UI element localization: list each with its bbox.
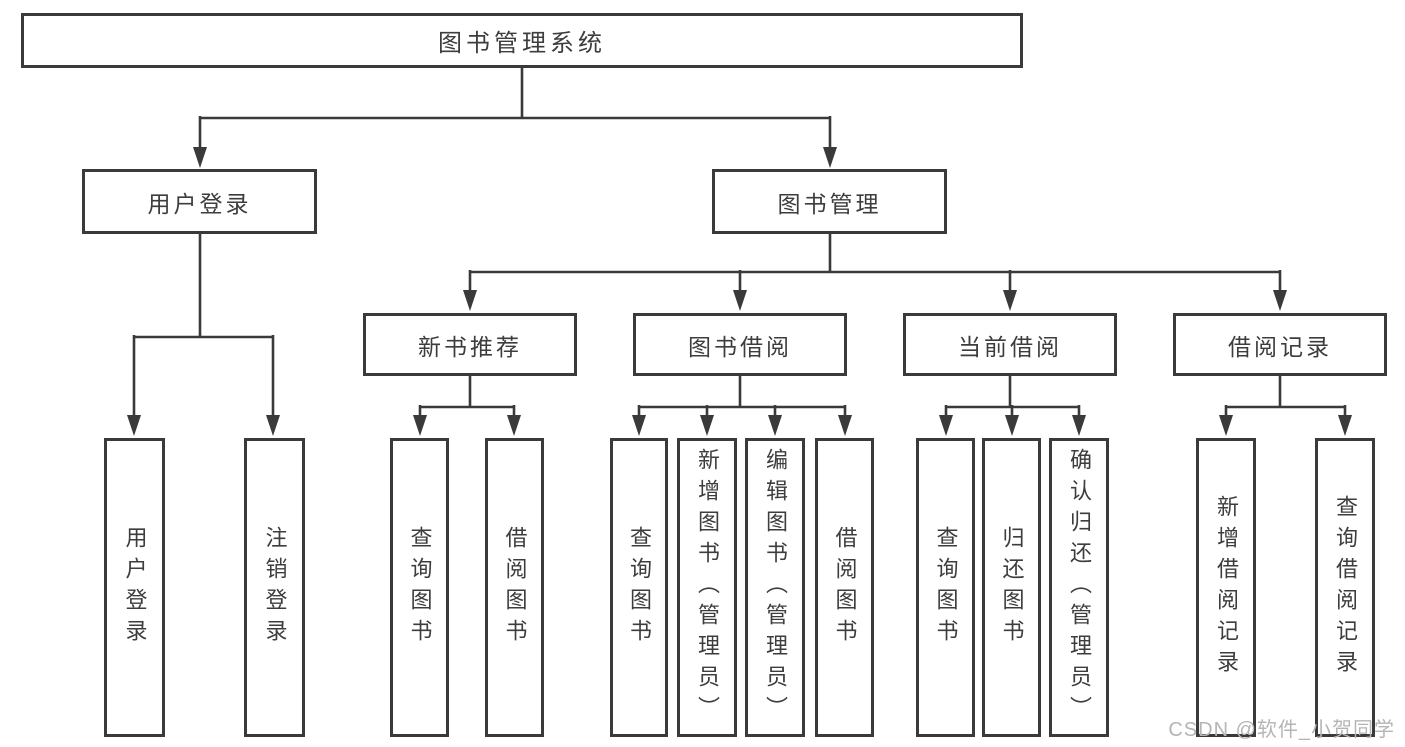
leaf-borrow-book: 借阅图书 [815,438,874,737]
node-current-borrow: 当前借阅 [903,313,1117,376]
leaf-query-book: 查询图书 [610,438,668,737]
arrow-down-icon [733,290,747,311]
node-label: 用户登录 [122,525,148,650]
arrow-down-icon [1005,415,1019,436]
node-label: 确认归还（管理员） [1067,448,1092,727]
leaf-confirm-return-admin: 确认归还（管理员） [1049,438,1109,737]
node-label: 借阅图书 [502,525,528,650]
leaf-logout: 注销登录 [244,438,305,737]
arrow-down-icon [413,415,427,436]
node-label: 新增借阅记录 [1214,494,1239,681]
leaf-query-book-recommend: 查询图书 [390,438,449,737]
arrow-down-icon [1338,415,1352,436]
node-borrow-record: 借阅记录 [1173,313,1387,376]
connector-user-login [127,234,280,436]
node-user-login: 用户登录 [82,169,317,234]
arrow-down-icon [1219,415,1233,436]
arrow-down-icon [768,415,782,436]
node-new-book-recommend: 新书推荐 [363,313,577,376]
leaf-add-book-admin: 新增图书（管理员） [677,438,737,737]
arrow-down-icon [507,415,521,436]
leaf-add-borrow-record: 新增借阅记录 [1196,438,1256,737]
node-label: 图书管理 [777,190,882,217]
arrow-down-icon [838,415,852,436]
node-label: 归还图书 [999,525,1025,650]
node-label: 查询图书 [407,525,433,650]
arrow-down-icon [193,147,207,168]
node-label: 查询图书 [627,525,652,650]
node-label: 编辑图书（管理员） [763,448,788,727]
arrow-down-icon [266,415,280,436]
node-label: 图书管理系统 [438,30,606,57]
leaf-query-borrow-record: 查询借阅记录 [1315,438,1375,737]
node-label: 用户登录 [147,190,252,217]
leaf-return-book: 归还图书 [982,438,1041,737]
connector-current-borrow [939,376,1086,436]
node-label: 查询借阅记录 [1333,494,1358,681]
leaf-user-login: 用户登录 [104,438,165,737]
leaf-edit-book-admin: 编辑图书（管理员） [745,438,805,737]
connector-borrow-record [1219,376,1352,436]
arrow-down-icon [1003,290,1017,311]
node-label: 注销登录 [262,525,288,650]
arrow-down-icon [1273,290,1287,311]
connector-book-management [463,234,1287,311]
node-book-management: 图书管理 [712,169,947,234]
connector-book-borrow [632,376,852,436]
connector-new-book-recommend [413,376,521,436]
arrow-down-icon [700,415,714,436]
node-book-borrow: 图书借阅 [633,313,847,376]
node-label: 借阅图书 [832,525,858,650]
leaf-query-current: 查询图书 [916,438,975,737]
node-label: 查询图书 [933,525,959,650]
node-label: 图书借阅 [688,333,792,360]
node-label: 新增图书（管理员） [695,448,720,727]
csdn-watermark: CSDN @软件_小贺同学 [1168,719,1395,741]
connector-root [193,68,837,168]
arrow-down-icon [939,415,953,436]
node-system-root: 图书管理系统 [21,13,1023,68]
node-label: 新书推荐 [418,333,522,360]
leaf-borrow-book-recommend: 借阅图书 [485,438,544,737]
arrow-down-icon [1072,415,1086,436]
arrow-down-icon [127,415,141,436]
arrow-down-icon [463,290,477,311]
arrow-down-icon [823,147,837,168]
node-label: 当前借阅 [958,333,1062,360]
node-label: 借阅记录 [1228,333,1332,360]
arrow-down-icon [632,415,646,436]
